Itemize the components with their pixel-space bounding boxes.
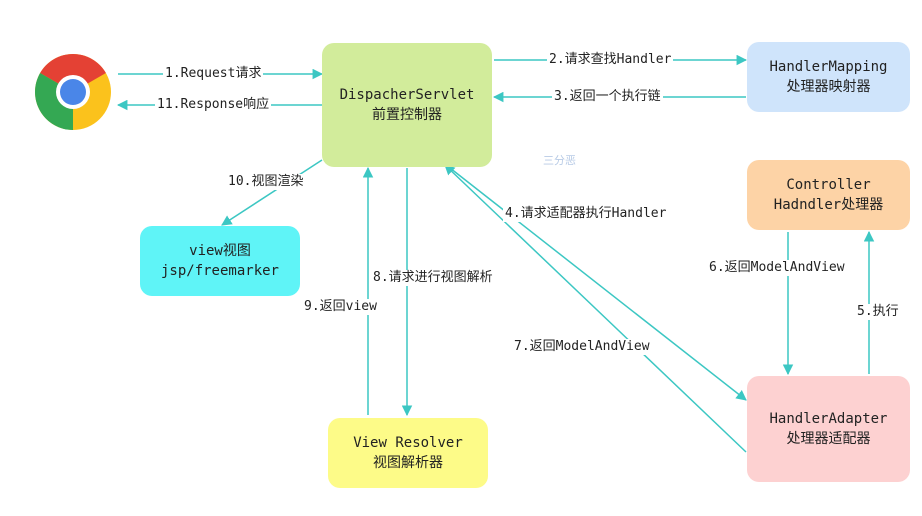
handler-mapping-node: HandlerMapping 处理器映射器 — [747, 42, 910, 112]
handler-adapter-title: HandlerAdapter — [769, 411, 888, 427]
dispatcher-subtitle: 前置控制器 — [372, 107, 442, 123]
watermark: 三分恶 — [543, 154, 576, 167]
view-node: view视图 jsp/freemarker — [140, 226, 300, 296]
controller-node: Controller Hadndler处理器 — [747, 160, 910, 230]
view-title: view视图 — [189, 243, 251, 259]
edge-label-6: 6.返回ModelAndView — [707, 260, 847, 276]
edge-label-2: 2.请求查找Handler — [547, 52, 674, 68]
dispatcher-servlet-node: DispacherServlet 前置控制器 — [322, 43, 492, 167]
handler-mapping-title: HandlerMapping — [769, 59, 888, 75]
edge-label-5: 5.执行 — [855, 304, 901, 320]
handler-adapter-subtitle: 处理器适配器 — [786, 431, 871, 447]
controller-subtitle: Hadndler处理器 — [773, 197, 884, 213]
edge-label-10: 10.视图渲染 — [226, 174, 306, 190]
handler-adapter-node: HandlerAdapter 处理器适配器 — [747, 376, 910, 482]
edge-label-8: 8.请求进行视图解析 — [371, 270, 495, 286]
chrome-icon — [33, 52, 113, 132]
edge-label-9: 9.返回view — [302, 299, 379, 315]
arrow-7 — [444, 164, 747, 453]
arrow-4 — [449, 167, 747, 401]
edge-label-11: 11.Response响应 — [155, 97, 272, 113]
edge-label-3: 3.返回一个执行链 — [552, 89, 663, 105]
edge-label-7: 7.返回ModelAndView — [512, 339, 652, 355]
view-subtitle: jsp/freemarker — [160, 263, 279, 279]
arrow-10 — [221, 159, 323, 226]
view-resolver-node: View Resolver 视图解析器 — [328, 418, 488, 488]
edge-label-1: 1.Request请求 — [163, 66, 264, 82]
edge-label-4: 4.请求适配器执行Handler — [503, 206, 669, 222]
handler-mapping-subtitle: 处理器映射器 — [786, 79, 871, 95]
view-resolver-title: View Resolver — [353, 435, 463, 451]
controller-title: Controller — [786, 177, 871, 193]
view-resolver-subtitle: 视图解析器 — [373, 455, 443, 471]
dispatcher-title: DispacherServlet — [339, 87, 475, 103]
